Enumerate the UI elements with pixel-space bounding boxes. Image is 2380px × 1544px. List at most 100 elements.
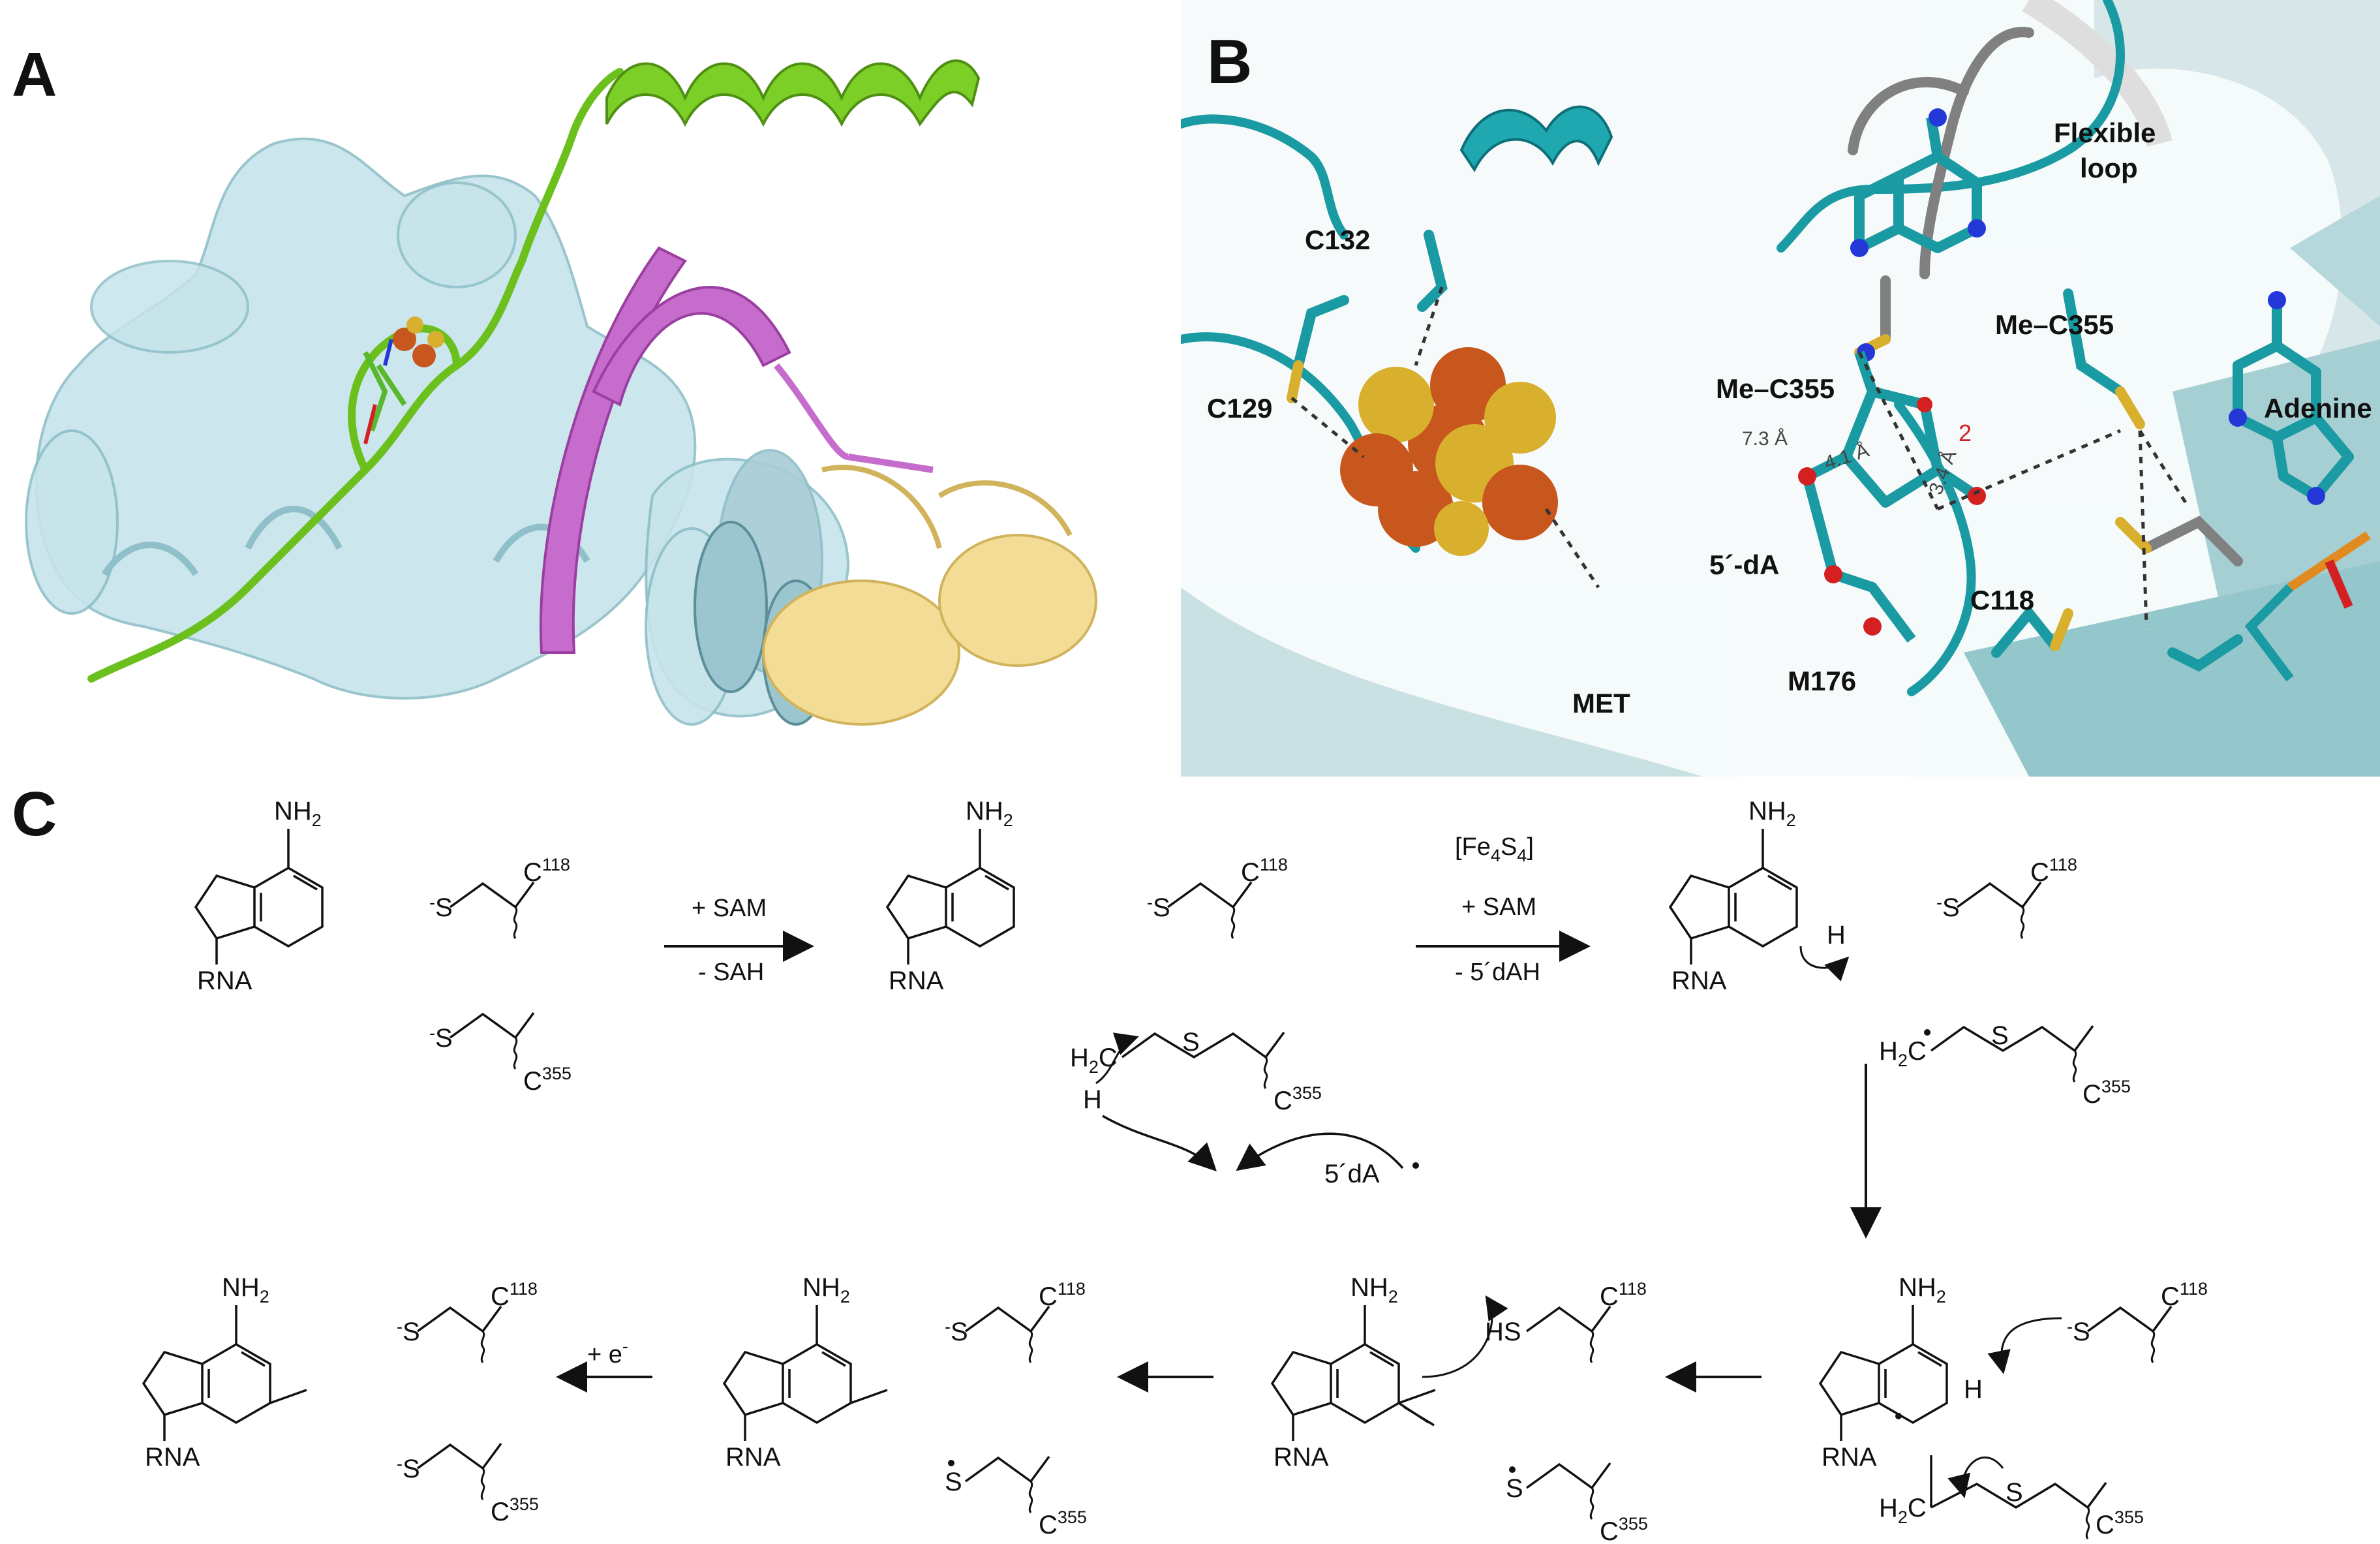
fe4s4-label: [Fe4S4] <box>1455 833 1534 865</box>
phosphate-sticks <box>2244 531 2371 682</box>
adenine-structure-1: NH2 RNA <box>194 797 324 995</box>
thiolate-s-label: -S <box>945 1317 968 1346</box>
adenine-structure-5: NH2 RNA <box>1271 1273 1508 1472</box>
adenine-structure-3: NH2 RNA H <box>1669 797 1850 995</box>
hydrogen-label: H <box>1964 1375 1983 1404</box>
distance-7-3: 7.3 Å <box>1742 428 1788 450</box>
c355-label: C355 <box>2082 1077 2131 1109</box>
cysteine-118-structure-4: -S C118 <box>1987 1279 2208 1374</box>
c355-label: C355 <box>523 1064 572 1096</box>
methylated-cysteine-355-structure-2: H2C S C355 H <box>1070 1028 1322 1115</box>
m176-label: M176 <box>1788 666 1856 696</box>
bridged-cysteine-355-structure-4: H2C S C355 <box>1879 1455 2144 1539</box>
panel-b-letter: B <box>1207 27 1253 97</box>
rna-label: RNA <box>725 1443 781 1472</box>
sulfur-label: S <box>2006 1478 2023 1507</box>
sulfur-label: S <box>1506 1474 1523 1503</box>
thiolate-s-label: -S <box>1936 893 1960 922</box>
panel-b-active-site: Flexible loop C132 C129 Me–C355 Me–C355 … <box>1181 0 2380 777</box>
sulfur-label: S <box>945 1468 962 1496</box>
hydrogen-label: H <box>1827 921 1846 950</box>
arrow-electron-addition: + e- <box>556 1336 652 1393</box>
active-site-structure: Flexible loop C132 C129 Me–C355 Me–C355 … <box>1181 0 2380 777</box>
arrow-1-top-label: + SAM <box>692 895 767 922</box>
me-c355-gray-label: Me–C355 <box>1716 373 1835 404</box>
c118-label: C118 <box>2161 1279 2208 1311</box>
nh2-label: NH2 <box>1350 1273 1398 1306</box>
cysteine-118-structure-6: -S C118 <box>945 1279 1086 1364</box>
nitrogen-atoms <box>1850 108 2325 505</box>
h2c-label: H2C <box>1070 1043 1118 1077</box>
fes-cluster-small <box>363 317 444 444</box>
rna-label: RNA <box>1274 1443 1329 1472</box>
c118-label: C118 <box>1970 585 2034 615</box>
rna-label: RNA <box>1822 1443 1877 1472</box>
hydrogen-label: H <box>1083 1085 1102 1114</box>
cysteine-118-structure-7: -S C118 <box>397 1279 538 1364</box>
adenine-structure-4: NH2 RNA H <box>1819 1273 1983 1472</box>
panel-c-mechanism: C NH2 RNA -S C118 -S C355 + SAM - SAH NH… <box>0 777 2380 1544</box>
iron-sulfur-cluster <box>1340 347 1558 556</box>
rna-label: RNA <box>1671 966 1727 995</box>
cysteine-355-structure-7: -S C355 <box>397 1442 539 1526</box>
electron-label: + e- <box>587 1336 628 1368</box>
green-loop-and-helix <box>87 68 624 683</box>
adenine-37-label: Adenine 37 <box>2264 393 2380 424</box>
reaction-mechanism-scheme: C NH2 RNA -S C118 -S C355 + SAM - SAH NH… <box>12 779 2208 1544</box>
loop-label: loop <box>2080 153 2138 183</box>
thiolate-s-label: -S <box>1147 893 1170 922</box>
thiol-cysteine-118-structure-5: HS C118 <box>1485 1279 1647 1364</box>
c355-label: C355 <box>1274 1083 1322 1115</box>
arrow-1-bottom-label: - SAH <box>698 959 764 986</box>
c129-label: C129 <box>1207 393 1272 424</box>
c118-label: C118 <box>1241 855 1288 887</box>
h2c-label: H2C <box>1879 1037 1927 1070</box>
me-c355-teal-label: Me–C355 <box>1995 309 2114 340</box>
nh2-label: NH2 <box>966 797 1013 830</box>
panel-c-letter: C <box>12 779 57 849</box>
panel-a-letter: A <box>12 40 57 110</box>
teal-helix <box>1459 105 1613 172</box>
sulfur-label: S <box>1182 1028 1200 1057</box>
pale-cyan-domain <box>25 137 850 726</box>
c355-label: C355 <box>2096 1507 2144 1539</box>
adenine-structure-2: NH2 RNA <box>886 797 1015 995</box>
thiyl-cysteine-355-structure-5: S C355 <box>1506 1462 1648 1544</box>
cysteine-118-structure-1: -S C118 <box>429 855 570 940</box>
rna-label: RNA <box>889 966 944 995</box>
nh2-label: NH2 <box>222 1273 269 1306</box>
green-helix-top <box>605 59 981 127</box>
oxygen-atoms <box>1798 397 1986 636</box>
arrow-radical-sam: [Fe4S4] + SAM - 5´dAH <box>1416 833 1591 986</box>
position-2-label: 2 <box>1959 420 1972 446</box>
deoxyadenosyl-radical-label: 5´dA <box>1324 1160 1380 1188</box>
radical-attack-arrows: 5´dA <box>1102 1115 1419 1188</box>
methylene-radical-cysteine-355-structure-3: H2C S C355 <box>1879 1021 2131 1109</box>
adenine-structure-6: NH2 RNA <box>723 1273 888 1472</box>
nh2-label: NH2 <box>274 797 322 830</box>
nh2-label: NH2 <box>802 1273 850 1306</box>
c118-label: C118 <box>1039 1279 1086 1311</box>
nh2-label: NH2 <box>1748 797 1796 830</box>
flexible-label: Flexible <box>2054 117 2156 148</box>
h2c-label: H2C <box>1879 1494 1927 1527</box>
protein-cartoon-structure <box>25 59 1097 726</box>
rna-label: RNA <box>145 1443 200 1472</box>
thiolate-s-label: -S <box>429 893 453 922</box>
c355-label: C355 <box>1039 1507 1087 1539</box>
met-label: MET <box>1572 688 1630 718</box>
distance-dashes <box>1290 286 2188 627</box>
thiolate-s-label: -S <box>397 1317 420 1346</box>
cysteine-355-structure-1: -S C355 <box>429 1011 572 1096</box>
gray-flexible-loop <box>1848 27 2034 279</box>
c355-label: C355 <box>491 1494 539 1526</box>
c118-label: C118 <box>2030 855 2077 887</box>
pale-yellow-domain <box>762 465 1097 726</box>
cysteine-118-structure-2: -S C118 <box>1147 855 1288 940</box>
arrow-sam-addition: + SAM - SAH <box>664 895 814 986</box>
adenine-structure-7-product: NH2 RNA <box>142 1273 307 1472</box>
thiol-label: HS <box>1485 1318 1521 1346</box>
sulfur-label: S <box>1991 1021 2009 1050</box>
magenta-beta-strands <box>539 246 934 654</box>
arrow-2-byproduct-label: - 5´dAH <box>1455 959 1540 986</box>
